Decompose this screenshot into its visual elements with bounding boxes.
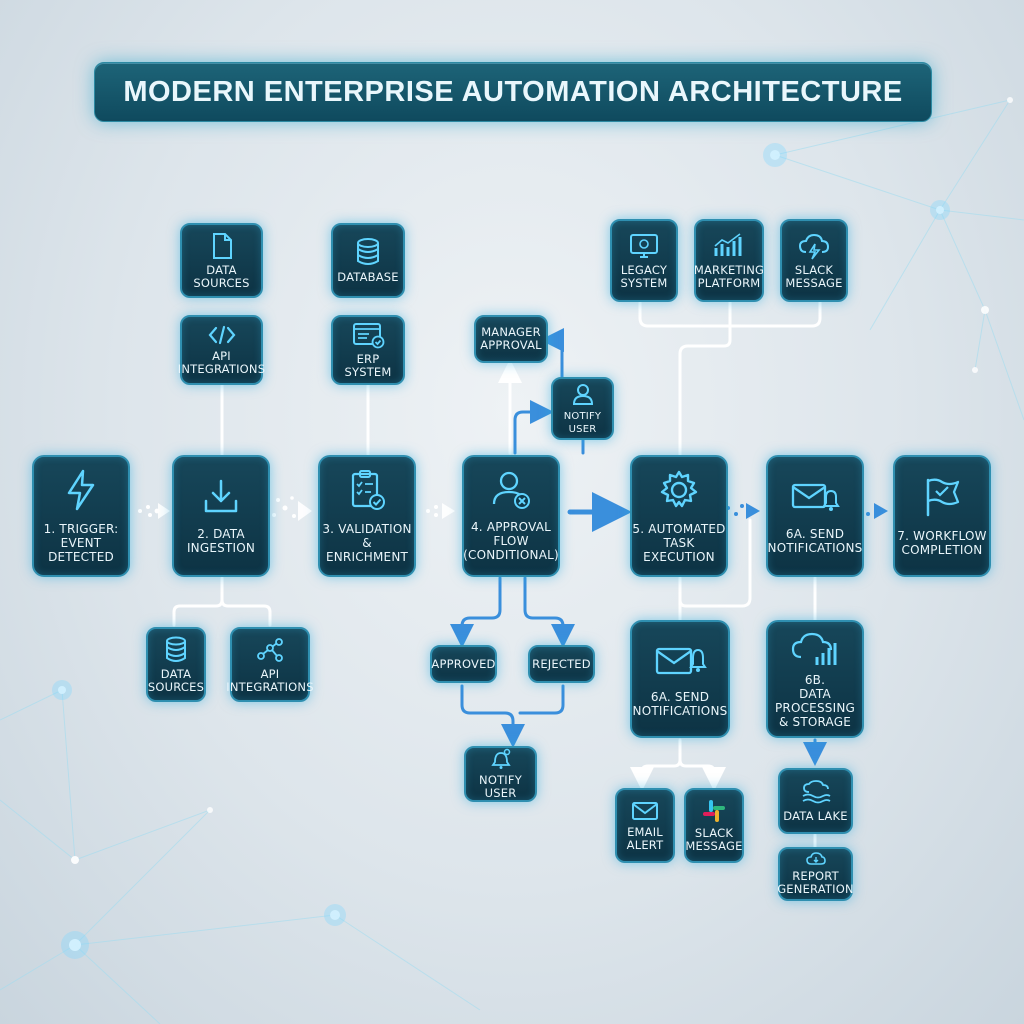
target-label: LEGACY SYSTEM bbox=[620, 262, 668, 290]
data-lake-label: DATA LAKE bbox=[783, 808, 848, 823]
slack-message-label: SLACK MESSAGE bbox=[685, 825, 743, 853]
rejected-label: REJECTED bbox=[532, 656, 591, 671]
source-label: DATABASE bbox=[337, 270, 399, 284]
data-lake-icon bbox=[802, 779, 830, 803]
flow-step-label: 6A. SEND NOTIFICATIONS bbox=[767, 527, 863, 555]
target-label: SLACK MESSAGE bbox=[785, 262, 843, 290]
erp-window-icon bbox=[353, 323, 385, 349]
chart-icon bbox=[714, 232, 742, 256]
cloud-report-icon bbox=[805, 852, 826, 865]
cloud-bolt-icon bbox=[798, 233, 830, 259]
flow-step-label: 2. DATA INGESTION bbox=[186, 527, 256, 555]
flow-step-validation[interactable]: 3. VALIDATION & ENRICHMENT bbox=[318, 455, 416, 577]
flow-step-trigger[interactable]: 1. TRIGGER: EVENT DETECTED bbox=[32, 455, 130, 577]
checklist-icon bbox=[351, 470, 385, 510]
user-icon bbox=[572, 383, 593, 405]
data-processing-node[interactable]: 6B. DATA PROCESSING & STORAGE bbox=[766, 620, 864, 738]
flow-step-task-execution[interactable]: 5. AUTOMATED TASK EXECUTION bbox=[630, 455, 728, 577]
cloud-chart-icon bbox=[791, 632, 837, 665]
user-check-icon bbox=[492, 471, 530, 509]
monitor-icon bbox=[630, 233, 658, 258]
source-api-integrations-bottom[interactable]: API INTEGRATIONS bbox=[226, 627, 314, 702]
title-banner: MODERN ENTERPRISE AUTOMATION ARCHITECTUR… bbox=[94, 62, 932, 122]
target-legacy-system[interactable]: LEGACY SYSTEM bbox=[610, 219, 678, 302]
source-data-sources-bottom[interactable]: DATA SOURCES bbox=[146, 627, 206, 702]
slack-icon bbox=[703, 799, 725, 822]
source-label: ERP SYSTEM bbox=[344, 352, 392, 379]
data-lake-node[interactable]: DATA LAKE bbox=[778, 768, 853, 834]
target-marketing-platform[interactable]: MARKETING PLATFORM bbox=[694, 219, 764, 302]
flow-step-data-ingestion[interactable]: 2. DATA INGESTION bbox=[172, 455, 270, 577]
mail-bell-icon bbox=[791, 483, 840, 511]
target-slack-message[interactable]: SLACK MESSAGE bbox=[780, 219, 848, 302]
send-notifications-node[interactable]: 6A. SEND NOTIFICATIONS bbox=[630, 620, 730, 738]
rejected-node[interactable]: REJECTED bbox=[528, 645, 595, 683]
notify-user-label: NOTIFY USER bbox=[479, 773, 522, 800]
target-label: MARKETING PLATFORM bbox=[693, 262, 765, 290]
mail-bell-icon bbox=[655, 647, 707, 675]
email-alert-node[interactable]: EMAIL ALERT bbox=[615, 788, 675, 863]
source-label: DATA SOURCES bbox=[147, 666, 205, 694]
source-api-integrations-top[interactable]: API INTEGRATIONS bbox=[177, 315, 266, 385]
send-notifications-label: 6A. SEND NOTIFICATIONS bbox=[632, 690, 728, 718]
code-icon bbox=[208, 325, 235, 345]
lightning-icon bbox=[67, 469, 95, 511]
notify-user-top-node[interactable]: NOTIFY USER bbox=[551, 377, 614, 440]
mail-icon bbox=[632, 801, 658, 820]
report-generation-label: REPORT GENERATION bbox=[777, 869, 854, 896]
email-alert-label: EMAIL ALERT bbox=[626, 824, 664, 852]
approved-node[interactable]: APPROVED bbox=[430, 645, 497, 683]
flow-step-approval[interactable]: 4. APPROVAL FLOW (CONDITIONAL) bbox=[462, 455, 560, 577]
flow-step-label: 7. WORKFLOW COMPLETION bbox=[897, 529, 987, 557]
database-icon bbox=[166, 636, 186, 662]
source-erp-system[interactable]: ERP SYSTEM bbox=[331, 315, 405, 385]
slack-message-node[interactable]: SLACK MESSAGE bbox=[684, 788, 744, 863]
flag-icon bbox=[926, 478, 960, 517]
flow-step-label: 4. APPROVAL FLOW (CONDITIONAL) bbox=[463, 520, 559, 562]
document-icon bbox=[212, 232, 232, 259]
data-processing-label: 6B. DATA PROCESSING & STORAGE bbox=[774, 673, 856, 729]
download-icon bbox=[204, 479, 238, 513]
manager-approval-label: MANAGER APPROVAL bbox=[480, 325, 542, 352]
flow-step-label: 1. TRIGGER: EVENT DETECTED bbox=[43, 522, 119, 564]
flow-step-label: 3. VALIDATION & ENRICHMENT bbox=[322, 522, 412, 564]
source-data-sources-top[interactable]: DATA SOURCES bbox=[180, 223, 263, 298]
flow-step-send-notifications[interactable]: 6A. SEND NOTIFICATIONS bbox=[766, 455, 864, 577]
notify-user-label: NOTIFY USER bbox=[563, 410, 602, 435]
page-title: MODERN ENTERPRISE AUTOMATION ARCHITECTUR… bbox=[123, 75, 903, 108]
source-label: API INTEGRATIONS bbox=[177, 349, 266, 376]
flow-step-label: 5. AUTOMATED TASK EXECUTION bbox=[632, 522, 726, 564]
flow-step-completion[interactable]: 7. WORKFLOW COMPLETION bbox=[893, 455, 991, 577]
approved-label: APPROVED bbox=[431, 656, 496, 671]
report-generation-node[interactable]: REPORT GENERATION bbox=[777, 847, 854, 901]
source-label: DATA SOURCES bbox=[193, 262, 250, 290]
database-icon bbox=[357, 238, 379, 265]
network-icon bbox=[257, 637, 283, 662]
manager-approval-node[interactable]: MANAGER APPROVAL bbox=[474, 315, 548, 363]
notify-user-bottom-node[interactable]: NOTIFY USER bbox=[464, 746, 537, 802]
source-label: API INTEGRATIONS bbox=[226, 666, 314, 694]
source-database-top[interactable]: DATABASE bbox=[331, 223, 405, 298]
gear-icon bbox=[660, 470, 698, 508]
bell-icon bbox=[490, 748, 511, 769]
